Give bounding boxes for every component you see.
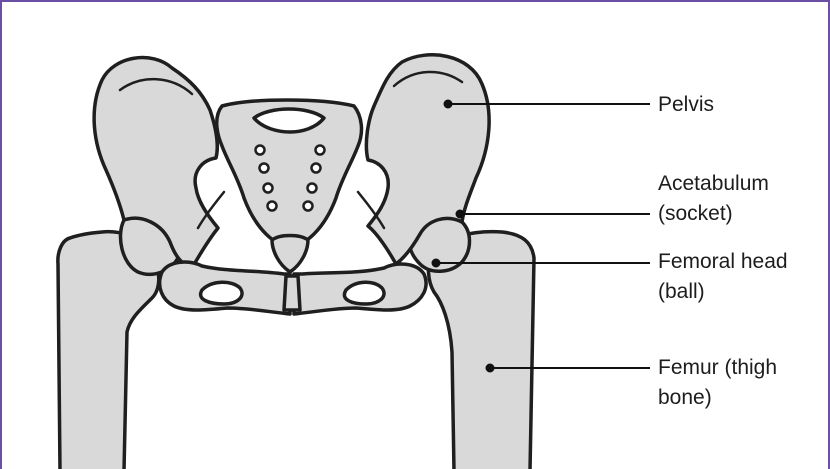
pubic-symphysis bbox=[284, 276, 300, 310]
left-obturator-foramen bbox=[201, 282, 242, 304]
coccyx bbox=[272, 236, 308, 273]
acetabulum-label-line1: Acetabulum bbox=[658, 169, 769, 199]
acetabulum-label-line2: (socket) bbox=[658, 199, 733, 229]
femur-label-line1: Femur (thigh bbox=[658, 353, 777, 383]
right-obturator-foramen bbox=[344, 282, 384, 304]
femoral-head-label-line1: Femoral head bbox=[658, 247, 788, 277]
femur-label-line2: bone) bbox=[658, 383, 712, 413]
pelvis-label: Pelvis bbox=[658, 90, 714, 120]
femoral-head-label-line2: (ball) bbox=[658, 277, 705, 307]
